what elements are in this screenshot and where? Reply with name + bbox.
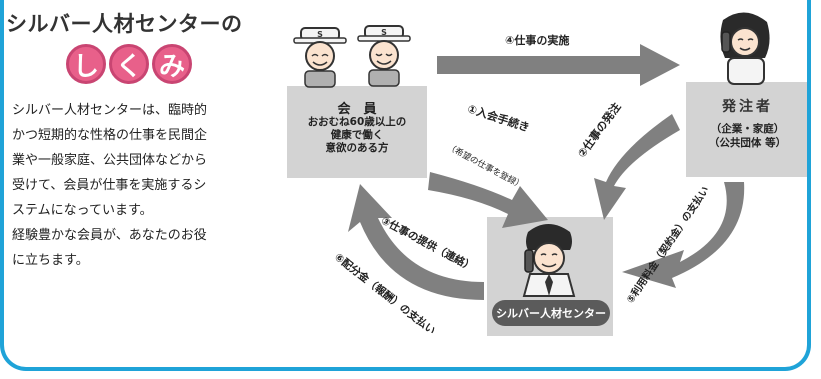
member-node bbox=[287, 86, 427, 178]
svg-text:S: S bbox=[317, 30, 323, 39]
member-subtitle: おおむね60歳以上の 健康で働く 意欲のある方 bbox=[287, 116, 427, 155]
description-line: 受けて、会員が仕事を実施するシ bbox=[12, 178, 207, 193]
description-line: シルバー人材センターは、臨時的 bbox=[12, 103, 208, 118]
arrow-fee-payment bbox=[622, 182, 745, 288]
arrow-payment-to-member bbox=[348, 184, 484, 300]
members-illustration: S S bbox=[293, 25, 411, 88]
arrow-order bbox=[594, 114, 680, 220]
description-line: 業や一般家庭、公共団体などから bbox=[12, 153, 208, 168]
kana-badge-shi: し bbox=[66, 44, 106, 84]
client-node bbox=[686, 82, 807, 177]
member-person-right: S bbox=[357, 25, 411, 87]
member-subtitle-line: 意欲のある方 bbox=[325, 142, 389, 154]
member-subtitle-line: 健康で働く bbox=[330, 129, 384, 141]
client-subtitle-line: （企業・家庭） bbox=[710, 123, 785, 135]
svg-text:S: S bbox=[381, 28, 387, 37]
member-title: 会 員 bbox=[337, 102, 377, 117]
arrow-work-execution bbox=[437, 44, 680, 86]
description-line: かつ短期的な性格の仕事を民間企 bbox=[12, 128, 208, 143]
arrow-registration bbox=[428, 172, 548, 228]
client-subtitle-line: （公共団体 等） bbox=[708, 137, 787, 149]
flow-arrows bbox=[348, 44, 745, 300]
kana-badge-mi: み bbox=[152, 44, 192, 84]
description-text: シルバー人材センターは、臨時的 かつ短期的な性格の仕事を民間企 業や一般家庭、公… bbox=[12, 98, 274, 273]
description-line: に立ちます。 bbox=[12, 253, 89, 268]
center-illustration bbox=[522, 224, 576, 297]
client-illustration bbox=[720, 12, 770, 85]
description-line: 経験豊かな会員が、あなたのお役 bbox=[12, 228, 207, 243]
member-subtitle-line: おおむね60歳以上の bbox=[307, 116, 407, 128]
client-subtitle: （企業・家庭） （公共団体 等） bbox=[690, 122, 805, 150]
center-label: シルバー人材センター bbox=[492, 300, 610, 326]
client-title: 発注者 bbox=[722, 99, 773, 115]
content-frame bbox=[0, 0, 811, 371]
page-title: シルバー人材センターの bbox=[6, 12, 243, 36]
label-work-execution: ④仕事の実施 bbox=[505, 34, 570, 47]
shikumi-badges: し く み bbox=[66, 44, 192, 84]
description-line: ステムになっています。 bbox=[12, 203, 153, 218]
kana-badge-ku: く bbox=[109, 44, 149, 84]
member-person-left: S bbox=[293, 27, 347, 88]
